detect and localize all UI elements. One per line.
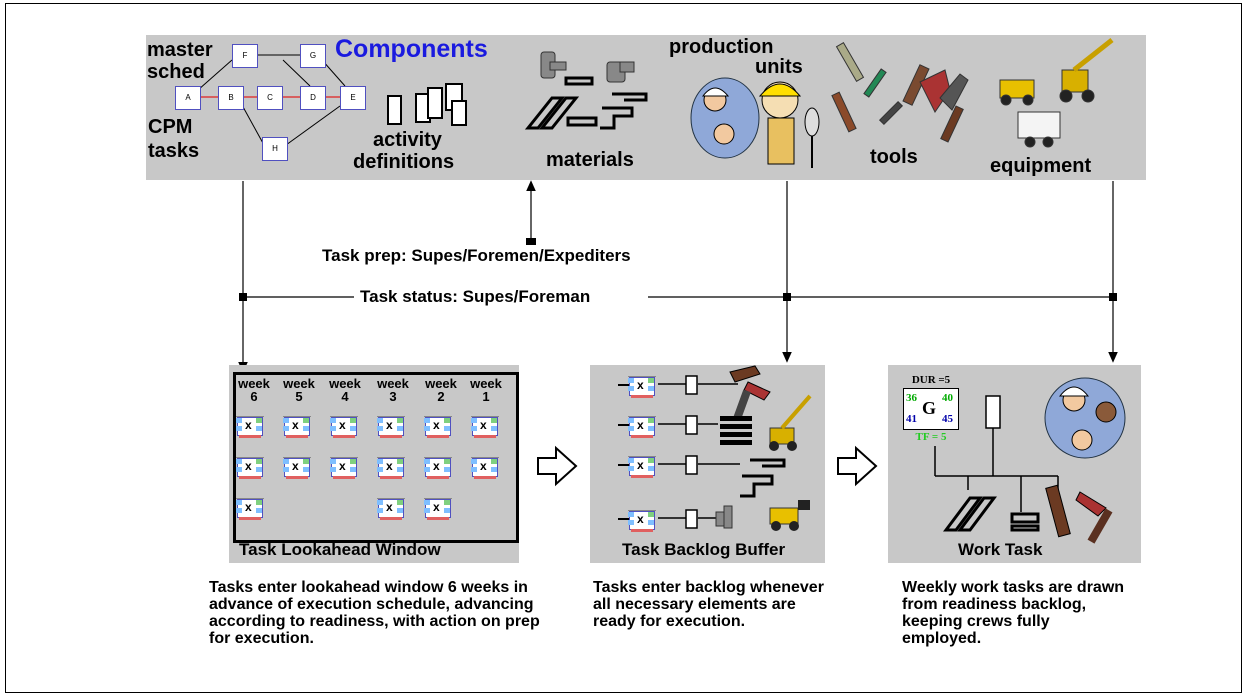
lookahead-task-node: x xyxy=(283,453,311,479)
lookahead-task-node: x xyxy=(236,494,264,520)
work-task-lf: 45 xyxy=(942,413,953,425)
backlog-task-node: x xyxy=(628,372,656,398)
materials-label: materials xyxy=(546,149,634,171)
lookahead-task-node: x xyxy=(283,412,311,438)
cpm-label-2: tasks xyxy=(148,140,200,162)
task-mark: x xyxy=(386,418,393,432)
lookahead-task-node: x xyxy=(424,453,452,479)
work-task-description: Weekly work tasks are drawn from readine… xyxy=(902,579,1125,647)
backlog-description: Tasks enter backlog whenever all necessa… xyxy=(593,579,824,630)
lookahead-task-node: x xyxy=(330,453,358,479)
task-mark: x xyxy=(245,418,252,432)
task-mark: x xyxy=(480,418,487,432)
task-mark: x xyxy=(292,418,299,432)
work-task-node: DUR =5 36 41 G 40 45 TF = 5 xyxy=(903,374,959,446)
work-task-ef: 40 xyxy=(942,392,953,404)
lookahead-task-node: x xyxy=(236,453,264,479)
task-mark: x xyxy=(637,418,644,432)
task-mark: x xyxy=(433,459,440,473)
work-task-ls: 41 xyxy=(906,413,917,425)
backlog-buffer-title: Task Backlog Buffer xyxy=(622,540,786,559)
equipment-label: equipment xyxy=(990,155,1092,177)
lookahead-task-node: x xyxy=(424,412,452,438)
production-units-label-2: units xyxy=(755,56,803,78)
task-mark: x xyxy=(386,459,393,473)
backlog-task-lead-line xyxy=(618,424,630,426)
work-task-duration: DUR =5 xyxy=(911,374,951,386)
cpm-node-f: F xyxy=(232,44,258,68)
lookahead-task-node: x xyxy=(471,453,499,479)
task-mark: x xyxy=(339,459,346,473)
work-task-es: 36 xyxy=(906,392,917,404)
backlog-task-lead-line xyxy=(618,518,630,520)
flow-arrow-lookahead-to-backlog xyxy=(537,445,578,487)
task-mark: x xyxy=(637,378,644,392)
task-mark: x xyxy=(386,500,393,514)
task-mark: x xyxy=(433,418,440,432)
task-mark: x xyxy=(637,458,644,472)
lookahead-description: Tasks enter lookahead window 6 weeks in … xyxy=(209,579,540,647)
task-mark: x xyxy=(245,459,252,473)
cpm-node-d: D xyxy=(300,86,326,110)
cpm-node-b: B xyxy=(218,86,244,110)
task-mark: x xyxy=(637,512,644,526)
activity-definitions-label-1: activity xyxy=(373,129,442,151)
task-mark: x xyxy=(480,459,487,473)
backlog-task-node: x xyxy=(628,452,656,478)
lookahead-window-border xyxy=(233,372,519,543)
lookahead-task-node: x xyxy=(377,494,405,520)
flow-arrow-backlog-to-work xyxy=(837,445,878,487)
lookahead-task-node: x xyxy=(330,412,358,438)
work-task-float: TF = 5 xyxy=(915,431,947,443)
backlog-task-lead-line xyxy=(618,384,630,386)
task-status-label: Task status: Supes/Foreman xyxy=(360,287,591,306)
cpm-node-g: G xyxy=(300,44,326,68)
work-task-title: Work Task xyxy=(958,540,1043,559)
cpm-label-1: CPM xyxy=(148,116,193,138)
backlog-task-node: x xyxy=(628,412,656,438)
task-mark: x xyxy=(245,500,252,514)
lookahead-task-node: x xyxy=(424,494,452,520)
task-mark: x xyxy=(339,418,346,432)
lookahead-task-node: x xyxy=(236,412,264,438)
figure-frame xyxy=(5,3,1242,693)
master-sched-label-2: sched xyxy=(147,61,205,83)
master-sched-label-1: master xyxy=(147,39,213,61)
work-task-node-letter: G xyxy=(922,398,937,418)
lookahead-window-title: Task Lookahead Window xyxy=(239,540,441,559)
components-title: Components xyxy=(335,35,488,63)
lookahead-task-node: x xyxy=(471,412,499,438)
cpm-node-h: H xyxy=(262,137,288,161)
work-task-node-box: 36 41 G 40 45 xyxy=(903,388,959,430)
backlog-task-lead-line xyxy=(618,464,630,466)
activity-definitions-label-2: definitions xyxy=(353,151,455,173)
task-mark: x xyxy=(433,500,440,514)
lookahead-task-node: x xyxy=(377,453,405,479)
task-prep-label: Task prep: Supes/Foremen/Expediters xyxy=(322,246,631,265)
cpm-node-a: A xyxy=(175,86,201,110)
lookahead-panel xyxy=(229,365,519,563)
tools-label: tools xyxy=(870,146,918,168)
production-units-label-1: production xyxy=(669,36,774,58)
lookahead-task-node: x xyxy=(377,412,405,438)
task-mark: x xyxy=(292,459,299,473)
cpm-node-c: C xyxy=(257,86,283,110)
cpm-node-e: E xyxy=(340,86,366,110)
backlog-task-node: x xyxy=(628,506,656,532)
